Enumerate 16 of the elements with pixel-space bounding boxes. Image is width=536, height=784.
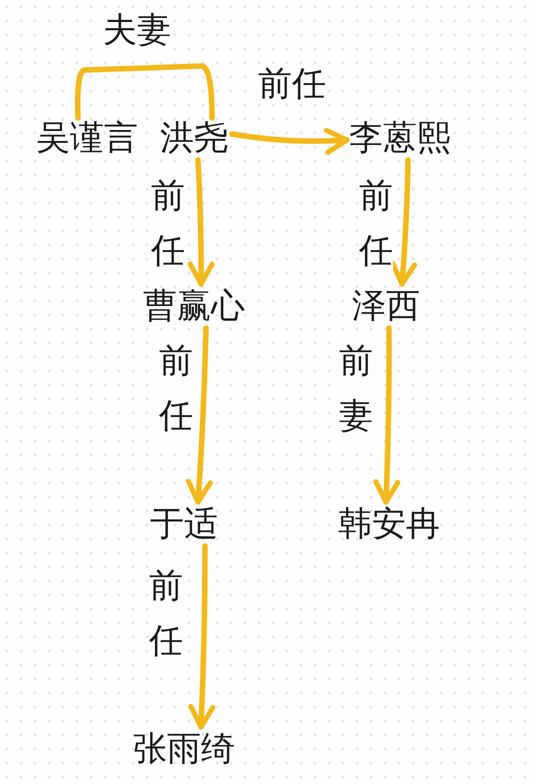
person-name: 李蒽熙: [349, 118, 451, 158]
person-name: 曹赢心: [143, 286, 245, 326]
connector-line: [74, 63, 215, 121]
edge-label: 前任: [258, 64, 326, 104]
person-name: 洪尧: [160, 118, 228, 158]
person-name: 于适: [150, 504, 218, 544]
arrow: [229, 128, 350, 155]
person-name: 泽西: [352, 286, 420, 326]
arrow: [188, 543, 216, 730]
arrow: [373, 325, 400, 505]
person-name: 吴谨言: [36, 118, 138, 158]
arrow: [186, 325, 213, 505]
person-name: 张雨绮: [133, 729, 235, 769]
arrow: [188, 157, 215, 287]
person-name: 韩安冉: [338, 504, 440, 544]
edge-label: 夫妻: [103, 10, 171, 50]
